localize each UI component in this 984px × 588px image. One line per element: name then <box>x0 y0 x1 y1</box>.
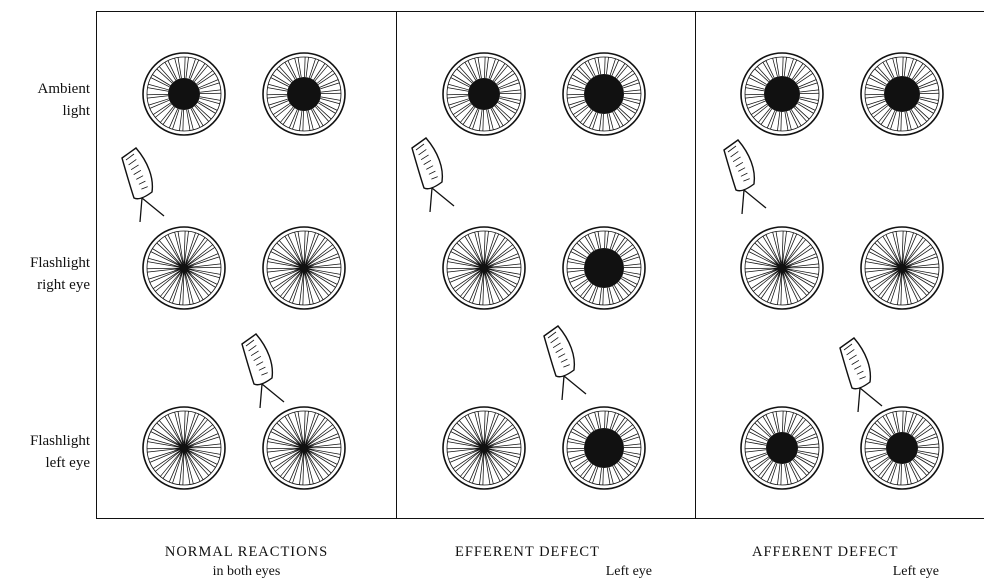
eye-right <box>740 52 824 136</box>
eye-right <box>442 226 526 310</box>
eye-right <box>442 406 526 490</box>
caption-subtitle: Left eye <box>892 564 939 579</box>
row-label-line: Ambient <box>37 81 91 97</box>
eye-right <box>740 226 824 310</box>
eye-right <box>740 406 824 490</box>
eye-left <box>562 406 646 490</box>
flashlight-icon <box>411 137 455 213</box>
caption-title: NORMAL REACTIONS <box>164 544 329 560</box>
flashlight-icon <box>543 325 587 401</box>
flashlight-icon <box>241 333 285 409</box>
eye-left <box>262 226 346 310</box>
flashlight-icon <box>839 337 883 413</box>
eye-right <box>442 52 526 136</box>
eye-left <box>562 226 646 310</box>
eye-left <box>860 406 944 490</box>
row-label-line: Flashlight <box>29 433 90 449</box>
caption-subtitle: Left eye <box>605 564 652 579</box>
eye-left <box>262 406 346 490</box>
eye-left <box>860 226 944 310</box>
eye-left <box>562 52 646 136</box>
eye-right <box>142 52 226 136</box>
row-label-line: left eye <box>45 455 90 471</box>
eye-left <box>860 52 944 136</box>
eye-right <box>142 406 226 490</box>
caption-subtitle: in both eyes <box>212 564 281 579</box>
flashlight-icon <box>723 139 767 215</box>
row-label-ambient: Ambient light <box>0 78 91 122</box>
row-label-line: light <box>62 103 90 119</box>
caption-title: AFFERENT DEFECT <box>752 544 899 560</box>
row-label-line: right eye <box>37 277 90 293</box>
row-label-flashlight-right: Flashlight right eye <box>0 252 90 296</box>
panel-afferent-defect <box>695 11 984 519</box>
flashlight-icon <box>121 147 165 223</box>
caption-normal: NORMAL REACTIONS in both eyes <box>96 542 397 582</box>
eye-left <box>262 52 346 136</box>
eye-right <box>142 226 226 310</box>
caption-efferent: EFFERENT DEFECT Left eye <box>455 542 655 582</box>
caption-afferent: AFFERENT DEFECT Left eye <box>752 542 942 582</box>
row-label-line: Flashlight <box>29 255 90 271</box>
caption-title: EFFERENT DEFECT <box>455 544 600 560</box>
row-label-flashlight-left: Flashlight left eye <box>0 430 90 474</box>
